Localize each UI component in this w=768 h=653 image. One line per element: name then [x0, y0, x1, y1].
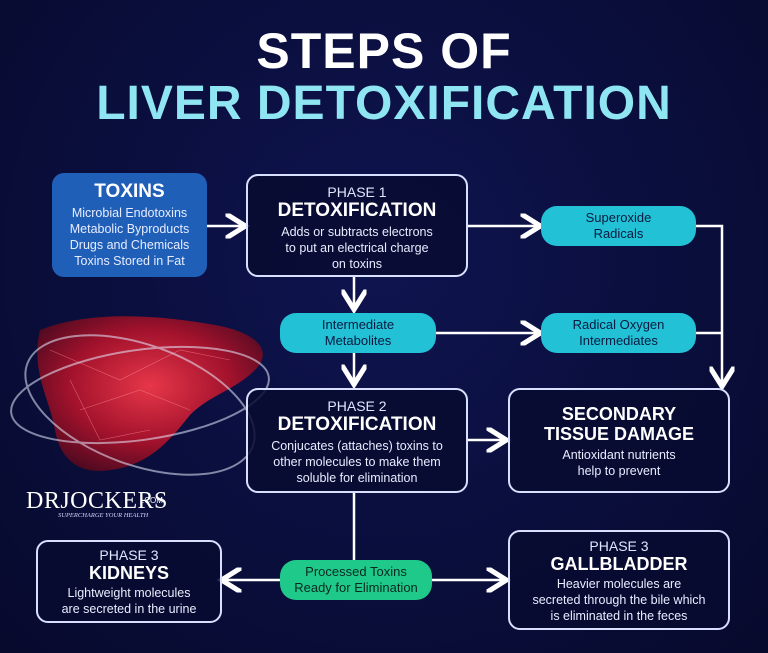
phase2-box: PHASE 2 DETOXIFICATION Conjucates (attac… — [246, 388, 468, 493]
logo-domain: .COM — [142, 496, 163, 505]
pill-line: Processed Toxins — [305, 564, 407, 579]
phase2-desc-line: other molecules to make them — [273, 455, 441, 469]
drjockers-logo: DRJOCKERS — [26, 488, 168, 514]
kidneys-label: PHASE 3 — [99, 547, 159, 563]
secondary-tissue-damage-box: SECONDARY TISSUE DAMAGE Antioxidant nutr… — [508, 388, 730, 493]
liver-illustration — [10, 316, 270, 476]
phase1-desc-line: Adds or subtracts electrons — [281, 225, 433, 239]
phase1-label: PHASE 1 — [327, 184, 387, 200]
kidneys-desc-line: Lightweight molecules — [67, 586, 191, 600]
phase2-title: DETOXIFICATION — [277, 414, 437, 435]
toxins-box: TOXINS Microbial Endotoxins Metabolic By… — [52, 173, 207, 277]
pill-line: Metabolites — [324, 333, 392, 348]
kidneys-desc-line: are secreted in the urine — [61, 602, 197, 616]
radical-oxygen-pill: Radical Oxygen Intermediates — [541, 313, 696, 353]
phase2-desc-line: Conjucates (attaches) toxins to — [271, 439, 443, 453]
gallbladder-desc-line: secreted through the bile which — [532, 593, 706, 607]
pill-line: Radicals — [593, 226, 644, 241]
phase2-desc-line: soluble for elimination — [296, 471, 418, 485]
pill-line: Intermediates — [579, 333, 658, 348]
pill-line: Intermediate — [321, 317, 395, 332]
gallbladder-desc-line: Heavier molecules are — [556, 577, 682, 591]
secondary-title-line: SECONDARY — [561, 404, 677, 424]
title-line-1: STEPS OF — [256, 23, 512, 79]
secondary-title-line: TISSUE DAMAGE — [543, 424, 694, 444]
phase2-label: PHASE 2 — [327, 398, 387, 414]
kidneys-box: PHASE 3 KIDNEYS Lightweight molecules ar… — [36, 540, 222, 623]
secondary-desc-line: help to prevent — [577, 464, 661, 478]
phase1-desc-line: to put an electrical charge — [285, 241, 429, 255]
superoxide-radicals-pill: Superoxide Radicals — [541, 206, 696, 246]
gallbladder-label: PHASE 3 — [589, 538, 649, 554]
phase1-title: DETOXIFICATION — [277, 200, 437, 221]
kidneys-title: KIDNEYS — [88, 563, 169, 583]
gallbladder-box: PHASE 3 GALLBLADDER Heavier molecules ar… — [508, 530, 730, 630]
toxin-item: Drugs and Chemicals — [69, 238, 190, 252]
phase1-box: PHASE 1 DETOXIFICATION Adds or subtracts… — [246, 174, 468, 277]
secondary-desc-line: Antioxidant nutrients — [562, 448, 676, 462]
pill-line: Superoxide — [585, 210, 652, 225]
pill-line: Ready for Elimination — [294, 580, 418, 595]
gallbladder-desc-line: is eliminated in the feces — [550, 609, 688, 623]
phase1-desc-line: on toxins — [331, 257, 383, 271]
toxin-item: Toxins Stored in Fat — [74, 254, 185, 268]
processed-toxins-pill: Processed Toxins Ready for Elimination — [280, 560, 432, 600]
toxin-item: Microbial Endotoxins — [71, 206, 188, 220]
logo-tagline: SUPERCHARGE YOUR HEALTH — [58, 512, 149, 519]
title-line-2: LIVER DETOXIFICATION — [96, 77, 672, 130]
intermediate-metabolites-pill: Intermediate Metabolites — [280, 313, 436, 353]
toxin-item: Metabolic Byproducts — [69, 222, 190, 236]
toxins-heading: TOXINS — [94, 181, 165, 202]
pill-line: Radical Oxygen — [572, 317, 665, 332]
gallbladder-title: GALLBLADDER — [550, 554, 688, 574]
